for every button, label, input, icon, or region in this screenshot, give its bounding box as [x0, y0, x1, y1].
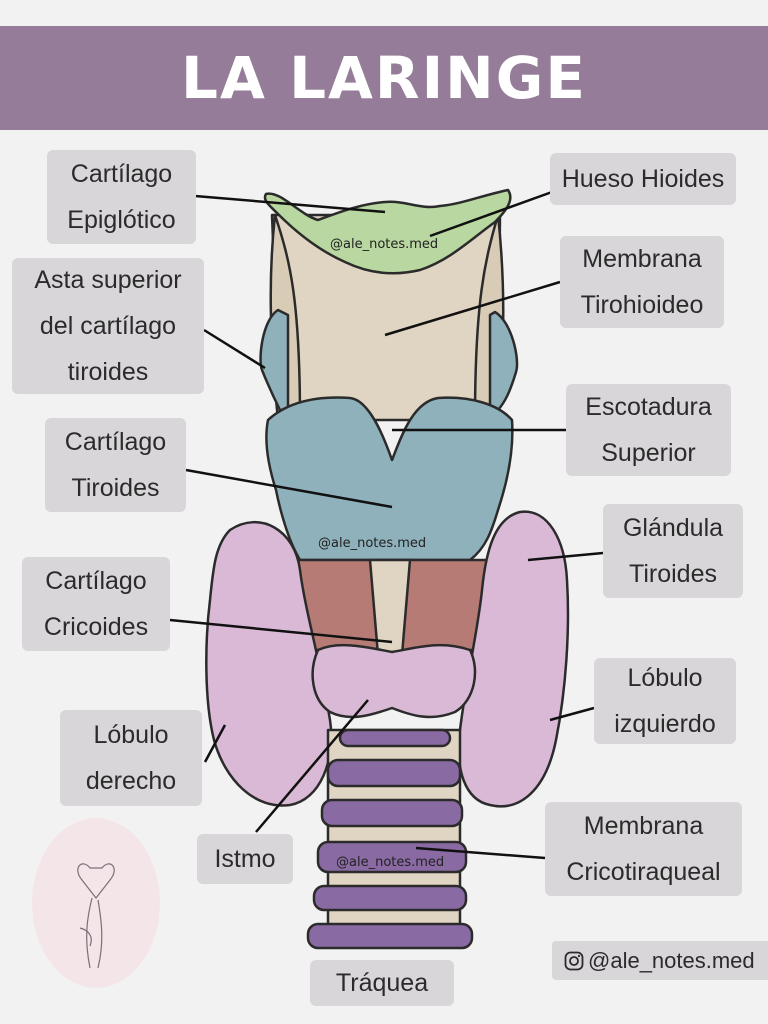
label-hueso-hioides: Hueso Hioides	[550, 153, 736, 205]
label-traquea: Tráquea	[310, 960, 454, 1006]
watermark: @ale_notes.med	[318, 536, 426, 551]
leader-line	[203, 724, 227, 763]
instagram-icon	[564, 951, 584, 970]
author-logo	[32, 818, 160, 988]
trachea-ring	[306, 922, 474, 950]
trachea-ring	[320, 798, 464, 828]
label-istmo: Istmo	[197, 834, 293, 884]
leader-line	[527, 551, 604, 562]
leader-line	[169, 618, 393, 644]
watermark: @ale_notes.med	[336, 855, 444, 870]
superior-horn-left	[259, 308, 290, 412]
handle-text: @ale_notes.med	[588, 947, 755, 973]
thyroid-cartilage	[265, 396, 514, 562]
leader-line	[429, 190, 553, 238]
instagram-handle[interactable]: @ale_notes.med	[552, 941, 768, 980]
trachea-ring	[312, 884, 468, 912]
leader-line	[549, 706, 595, 722]
watermark: @ale_notes.med	[330, 237, 438, 252]
leader-line	[194, 194, 386, 214]
thyroid-lobe-right	[205, 520, 333, 807]
page-title: LA LARINGE	[181, 44, 587, 112]
leader-line	[415, 846, 546, 860]
superior-horn-right	[488, 310, 519, 412]
title-bar: LA LARINGE	[0, 26, 768, 130]
leader-line	[203, 328, 266, 370]
trachea-ring	[326, 758, 462, 788]
trachea-ring	[338, 728, 452, 748]
thyroid-lobe-left	[457, 510, 570, 808]
leader-line	[185, 468, 393, 509]
heart-logo-icon	[77, 863, 115, 969]
leader-line	[384, 280, 561, 337]
thyroid-isthmus	[311, 643, 477, 719]
leader-line	[255, 699, 369, 833]
